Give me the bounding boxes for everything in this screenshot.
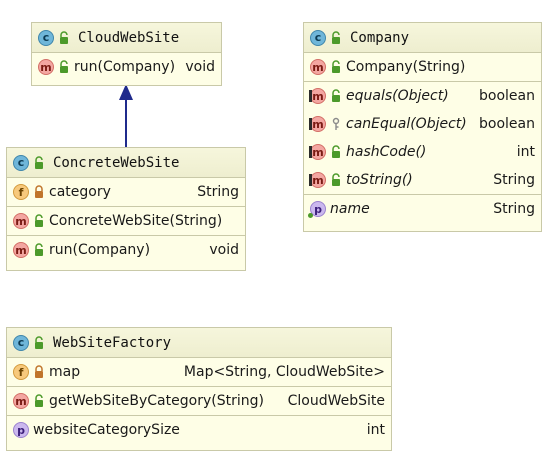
class-header[interactable]: c CloudWebSite [32, 23, 221, 53]
protected-key-icon [332, 117, 340, 130]
override-method-icon: m [309, 144, 326, 160]
public-lock-icon [35, 335, 43, 349]
field-icon: f [13, 184, 29, 200]
field-type: String [197, 184, 239, 200]
constructors-section: m ConcreteWebSite(String) [7, 207, 245, 236]
public-lock-icon [332, 89, 340, 102]
class-name: ConcreteWebSite [53, 154, 180, 171]
method-row[interactable]: m run(Company) void [7, 236, 245, 264]
constructor-signature: Company(String) [346, 59, 466, 75]
property-row[interactable]: p name String [304, 195, 541, 223]
public-lock-icon [332, 173, 340, 186]
method-return-type: boolean [479, 116, 535, 132]
method-signature: canEqual(Object) [346, 116, 467, 132]
class-icon: c [13, 154, 29, 171]
method-row[interactable]: m toString() String [304, 166, 541, 194]
override-method-icon: m [309, 88, 326, 104]
properties-section: p name String [304, 195, 541, 223]
method-icon: m [13, 213, 29, 229]
override-method-icon: m [309, 172, 326, 188]
methods-section: m getWebSiteByCategory(String) CloudWebS… [7, 387, 391, 416]
method-row[interactable]: m run(Company) void [32, 53, 221, 81]
field-row[interactable]: f map Map<String, CloudWebSite> [7, 358, 391, 386]
class-header[interactable]: c Company [304, 23, 541, 53]
method-signature: toString() [346, 172, 413, 188]
method-signature: getWebSiteByCategory(String) [49, 393, 264, 409]
methods-section: m equals(Object) boolean m canEqual(Obje… [304, 82, 541, 195]
method-return-type: CloudWebSite [287, 393, 385, 409]
realization-arrowhead [119, 84, 133, 100]
class-name: Company [350, 29, 410, 46]
class-icon: c [310, 29, 326, 46]
property-type: String [493, 201, 535, 217]
private-lock-icon [35, 365, 43, 378]
constructors-section: m Company(String) [304, 53, 541, 82]
method-icon: m [38, 59, 54, 75]
public-lock-icon [332, 145, 340, 158]
property-name: websiteCategorySize [33, 422, 180, 438]
class-header[interactable]: c WebSiteFactory [7, 328, 391, 358]
override-method-icon: m [309, 116, 326, 132]
field-type: Map<String, CloudWebSite> [183, 364, 385, 380]
properties-section: p websiteCategorySize int [7, 416, 391, 444]
public-lock-icon [35, 243, 43, 256]
public-lock-icon [60, 60, 68, 73]
public-lock-icon [35, 394, 43, 407]
class-box-cloud-web-site[interactable]: c CloudWebSite m run(Company) void [31, 22, 222, 86]
public-lock-icon [332, 30, 340, 44]
method-row[interactable]: m equals(Object) boolean [304, 82, 541, 110]
field-icon: f [13, 364, 29, 380]
class-header[interactable]: c ConcreteWebSite [7, 148, 245, 178]
property-name: name [330, 201, 370, 217]
fields-section: f map Map<String, CloudWebSite> [7, 358, 391, 387]
method-return-type: String [493, 172, 535, 188]
method-icon: m [310, 59, 326, 75]
constructor-row[interactable]: m Company(String) [304, 53, 541, 81]
field-row[interactable]: f category String [7, 178, 245, 206]
method-row[interactable]: m hashCode() int [304, 138, 541, 166]
constructor-signature: ConcreteWebSite(String) [49, 213, 223, 229]
property-row[interactable]: p websiteCategorySize int [7, 416, 391, 444]
property-icon: p [308, 201, 326, 218]
property-icon: p [13, 422, 29, 438]
methods-section: m run(Company) void [32, 53, 221, 81]
method-return-type: void [209, 242, 239, 258]
method-icon: m [13, 242, 29, 258]
class-box-web-site-factory[interactable]: c WebSiteFactory f map Map<String, Cloud… [6, 327, 392, 451]
constructor-row[interactable]: m ConcreteWebSite(String) [7, 207, 245, 235]
method-row[interactable]: m getWebSiteByCategory(String) CloudWebS… [7, 387, 391, 415]
private-lock-icon [35, 185, 43, 198]
method-return-type: void [185, 59, 215, 75]
field-name: map [49, 364, 81, 380]
methods-section: m run(Company) void [7, 236, 245, 264]
class-name: CloudWebSite [78, 29, 180, 46]
class-icon: c [38, 29, 54, 46]
class-box-concrete-web-site[interactable]: c ConcreteWebSite f category String m Co… [6, 147, 246, 271]
method-return-type: int [516, 144, 535, 160]
method-icon: m [13, 393, 29, 409]
public-lock-icon [60, 30, 68, 44]
public-lock-icon [35, 155, 43, 169]
class-box-company[interactable]: c Company m Company(String) m equals(Obj… [303, 22, 542, 232]
public-lock-icon [35, 214, 43, 227]
fields-section: f category String [7, 178, 245, 207]
method-signature: run(Company) [49, 242, 151, 258]
property-type: int [366, 422, 385, 438]
class-name: WebSiteFactory [53, 334, 172, 351]
field-name: category [49, 184, 111, 200]
method-signature: hashCode() [346, 144, 427, 160]
public-lock-icon [332, 60, 340, 73]
class-icon: c [13, 334, 29, 351]
method-row[interactable]: m canEqual(Object) boolean [304, 110, 541, 138]
method-signature: run(Company) [74, 59, 176, 75]
method-return-type: boolean [479, 88, 535, 104]
method-signature: equals(Object) [346, 88, 449, 104]
